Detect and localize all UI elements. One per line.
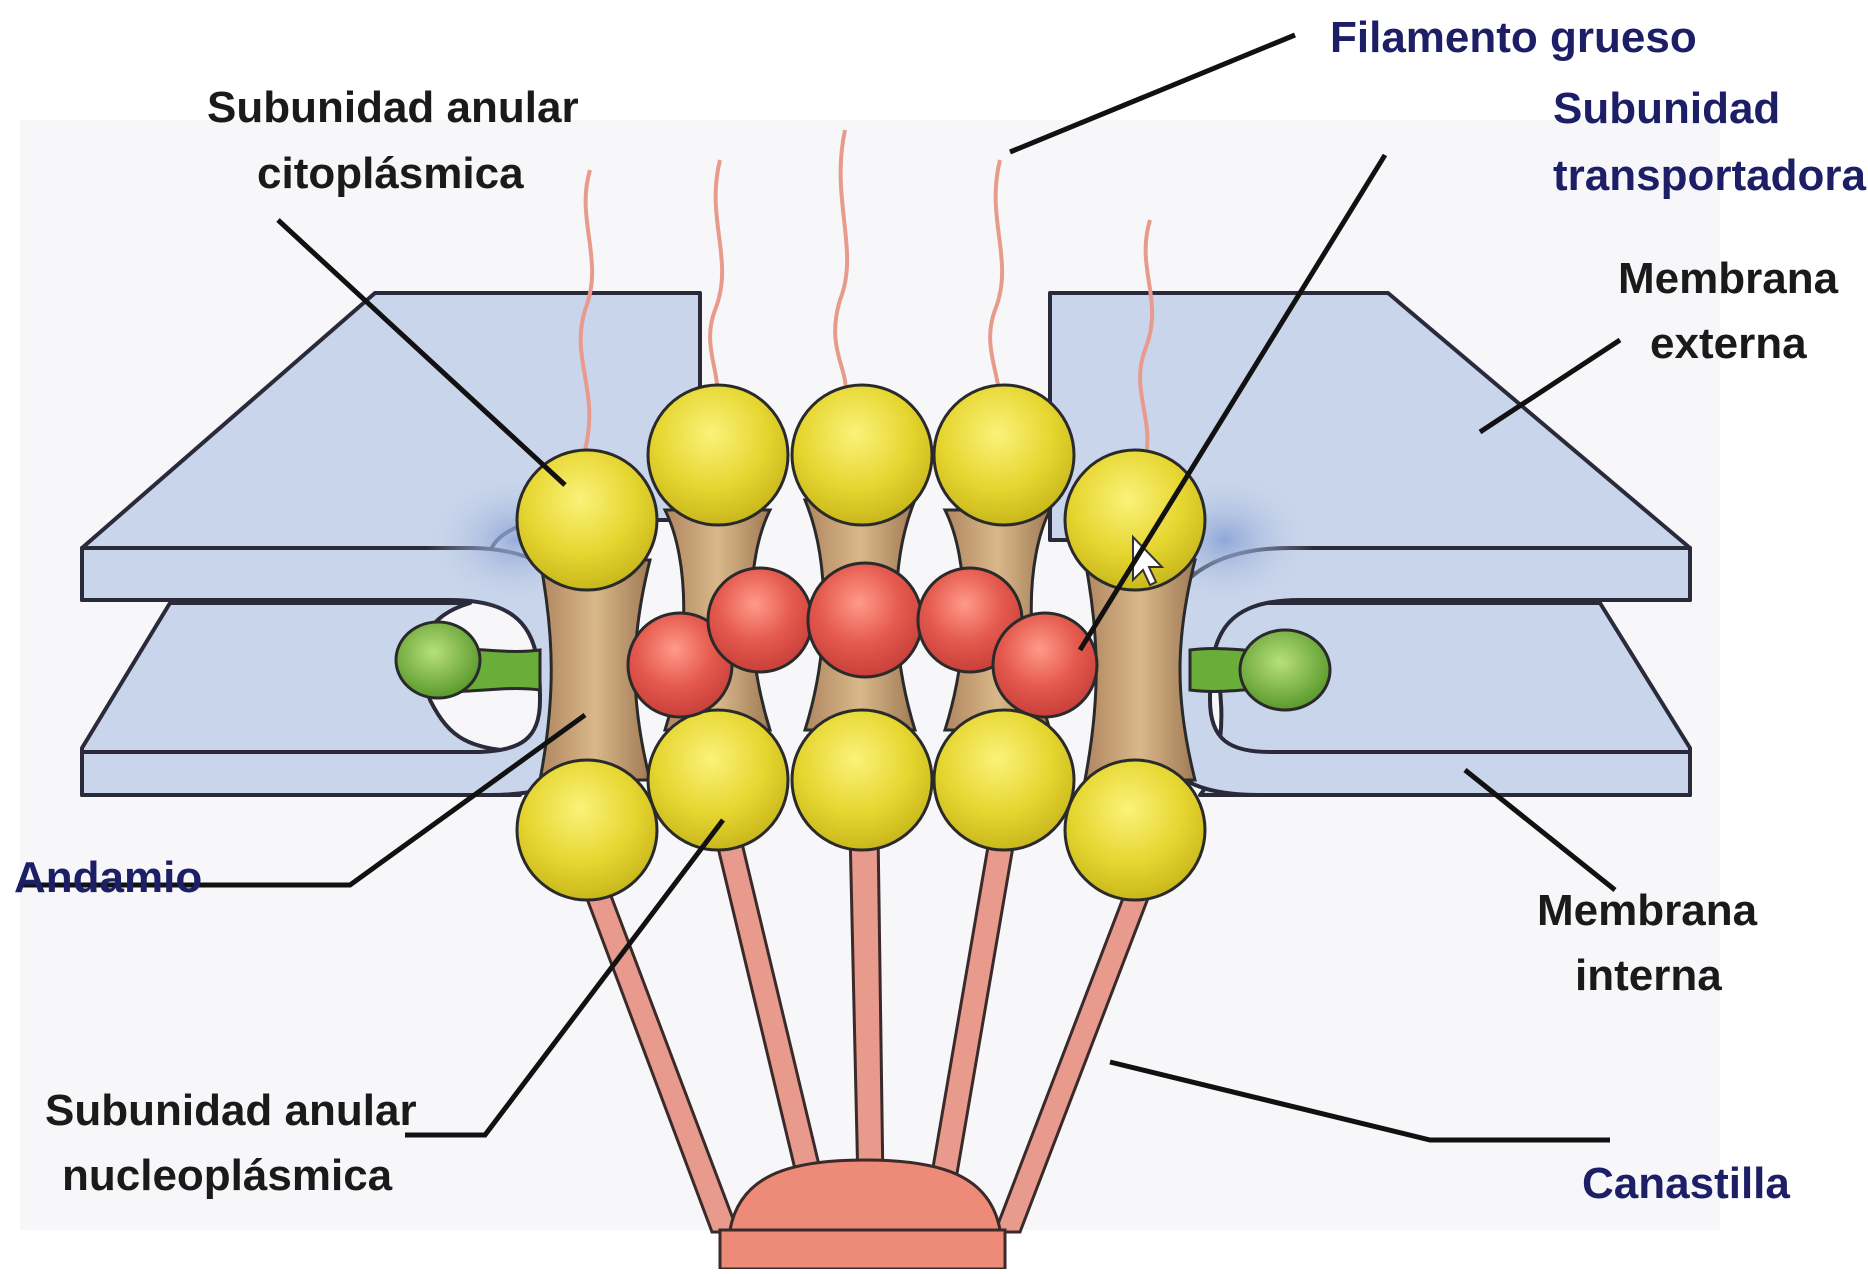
transporter-bead-3 <box>808 563 922 677</box>
label-subunidad-anular-cito-line1: Subunidad anular <box>207 83 579 132</box>
transporter-bead-2 <box>708 568 812 672</box>
cytoplasmic-ring-subunit-3 <box>792 385 932 525</box>
cytoplasmic-ring-subunit-1 <box>517 450 657 590</box>
nucleoplasmic-ring-subunit-5 <box>1065 760 1205 900</box>
label-subunidad-anular-nucleo-line2: nucleoplásmica <box>62 1151 393 1200</box>
label-membrana-interna-line2: interna <box>1575 951 1722 1000</box>
label-membrana-externa-line2: externa <box>1650 319 1807 368</box>
nucleoplasmic-ring-subunit-3 <box>792 710 932 850</box>
nucleoplasmic-ring-subunit-1 <box>517 760 657 900</box>
transporter-bead-5 <box>993 613 1097 717</box>
label-membrana-externa-line1: Membrana <box>1618 254 1839 303</box>
label-andamio: Andamio <box>14 853 202 902</box>
scaffold-pillar-5 <box>1085 560 1195 780</box>
label-membrana-interna-line1: Membrana <box>1537 886 1758 935</box>
cytoplasmic-ring-subunit-2 <box>648 385 788 525</box>
label-subunidad-anular-nucleo-line1: Subunidad anular <box>45 1086 417 1135</box>
basket-terminal-base <box>720 1230 1005 1269</box>
label-subunidad-anular-cito-line2: citoplásmica <box>257 149 524 198</box>
label-subunidad-transportadora-line2: transportadora <box>1553 151 1866 200</box>
label-filamento-grueso: Filamento grueso <box>1330 13 1697 62</box>
cytoplasmic-ring-subunit-4 <box>934 385 1074 525</box>
label-subunidad-transportadora-line1: Subunidad <box>1553 84 1780 133</box>
label-canastilla: Canastilla <box>1582 1159 1790 1208</box>
nucleoplasmic-ring-subunit-4 <box>934 710 1074 850</box>
